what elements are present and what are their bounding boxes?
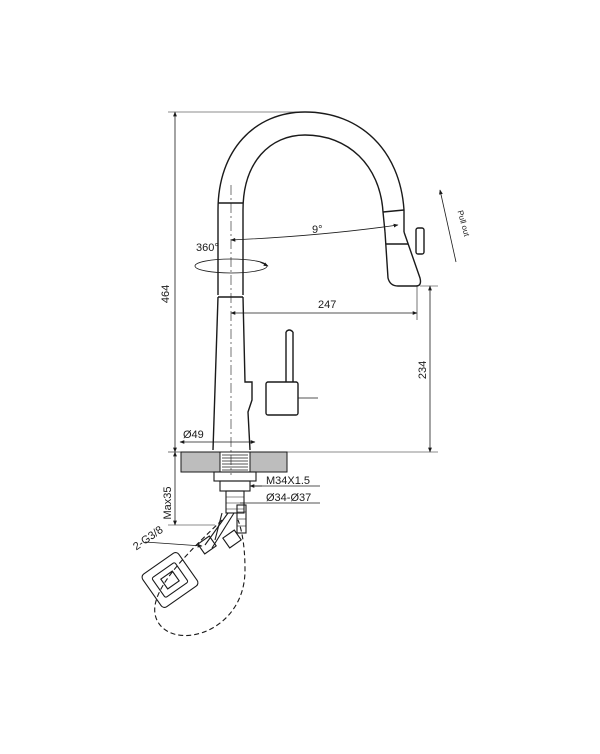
dim-247-label: 247 <box>318 299 336 311</box>
hose-connection-label: 2-G3/8 <box>131 524 165 553</box>
dim-diameter-49-label: Ø49 <box>183 429 204 441</box>
dimension-lines <box>144 111 457 548</box>
dim-464-label: 464 <box>160 285 172 303</box>
mounting-hardware <box>213 471 257 534</box>
hose-weight <box>141 552 199 608</box>
supply-hoses <box>154 512 246 636</box>
pull-out-label: Pull out <box>456 209 472 238</box>
dim-234-label: 234 <box>417 361 429 379</box>
thread-label: M34X1.5 <box>266 475 310 487</box>
dim-360-label: 360° <box>196 242 219 254</box>
hole-diameter-label: Ø34-Ø37 <box>266 492 311 504</box>
max-thickness-label: Max35 <box>162 486 174 519</box>
countertop-section <box>180 451 288 473</box>
faucet-outline <box>212 111 425 451</box>
dim-9-label: 9° <box>312 224 323 236</box>
